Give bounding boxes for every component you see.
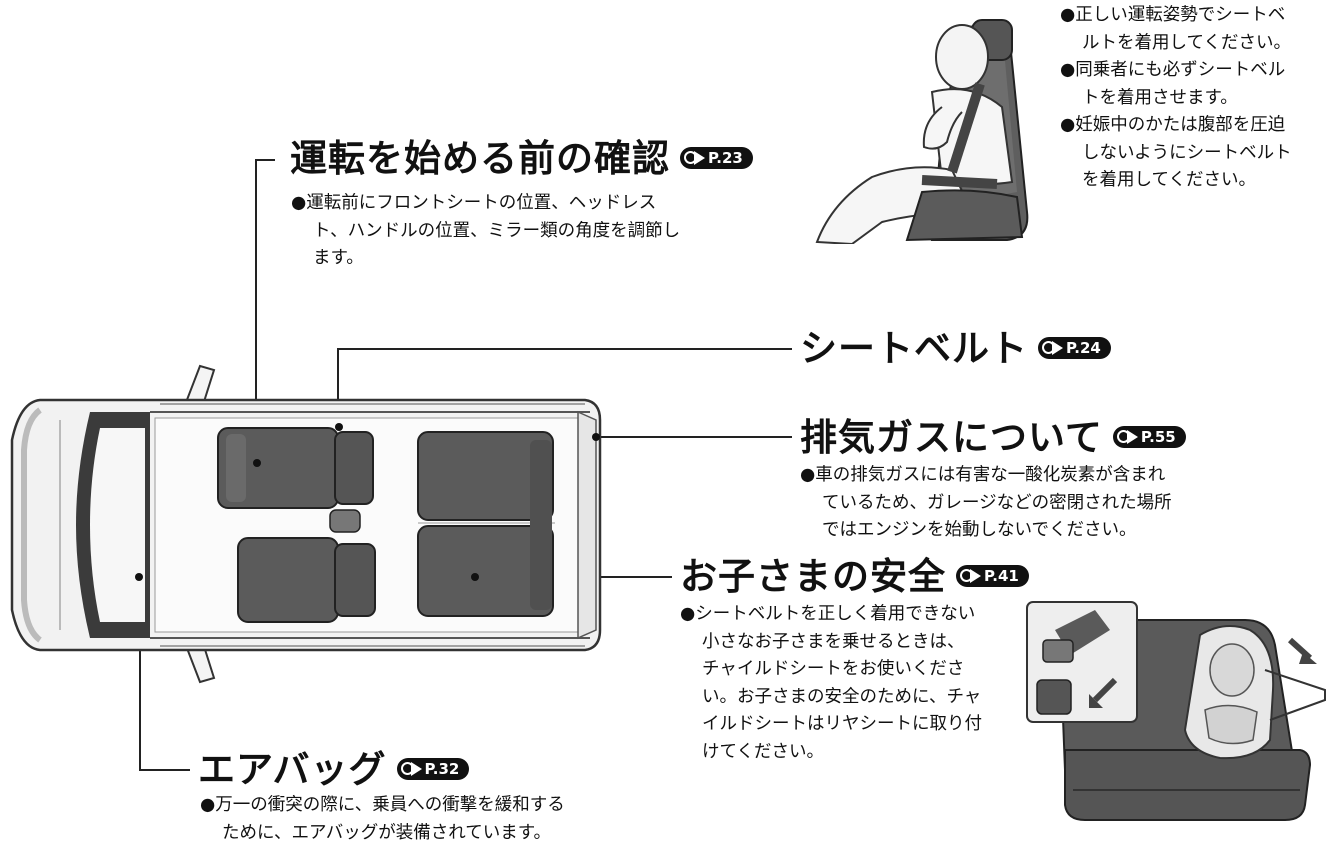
leader-line-exhaust-h <box>596 436 792 438</box>
exhaust-line-1: ●車の排気ガスには有害な一酸化炭素が含まれ <box>800 465 1166 485</box>
heading-seatbelt: シートベルト P.24 <box>800 327 1111 371</box>
before-driving-text-block: ●運転前にフロントシートの位置、ヘッドレス ト、ハンドルの位置、ミラー類の角度を… <box>291 190 680 273</box>
heading-exhaust-text: 排気ガスについて <box>800 416 1103 459</box>
exhaust-text-block: ●車の排気ガスには有害な一酸化炭素が含まれ ているため、ガレージなどの密閉された… <box>800 462 1172 545</box>
heading-exhaust: 排気ガスについて P.55 <box>800 416 1186 460</box>
ref-arrow-icon <box>410 761 422 776</box>
child-safety-line-4: い。お子さまの安全のために、チャ <box>702 686 982 707</box>
page-ref-exhaust[interactable]: P.55 <box>1112 425 1186 448</box>
airbag-line-2: ために、エアバッグが装備されています。 <box>222 822 551 843</box>
seatbelt-note-line: ●正しい運転姿勢でシートベ <box>1060 5 1286 25</box>
leader-line-before-driving-h <box>255 159 275 161</box>
ref-arrow-icon <box>694 150 705 165</box>
child-safety-line-6: けてください。 <box>702 741 824 762</box>
exhaust-line-2: ているため、ガレージなどの密閉された場所 <box>822 492 1172 513</box>
page-ref-seatbelt[interactable]: P.24 <box>1038 336 1111 359</box>
heading-child-safety: お子さまの安全 P.41 <box>680 555 1029 599</box>
child-safety-line-1: ●シートベルトを正しく着用できない <box>680 604 976 624</box>
page-ref-child-safety[interactable]: P.41 <box>956 564 1029 587</box>
seatbelt-notes: ●正しい運転姿勢でシートベ ルトを着用してください。 ●同乗者にも必ずシートベル… <box>1060 2 1292 195</box>
page-ref-before-driving[interactable]: P.23 <box>680 146 753 169</box>
airbag-line-1: ●万一の衝突の際に、乗員への衝撃を緩和する <box>200 795 565 815</box>
ref-arrow-icon <box>1126 429 1138 444</box>
page-ref-airbag[interactable]: P.32 <box>396 757 470 780</box>
child-safety-line-5: イルドシートはリヤシートに取り付 <box>702 714 982 734</box>
front-seats <box>217 427 376 623</box>
heading-before-driving: 運転を始める前の確認 P.23 <box>290 137 753 181</box>
before-driving-line-2: ト、ハンドルの位置、ミラー類の角度を調節し <box>313 220 681 241</box>
seatbelt-note-line: トを着用させます。 <box>1082 87 1238 108</box>
heading-child-safety-text: お子さまの安全 <box>680 555 946 598</box>
seatbelt-note-line: しないようにシートベルト <box>1082 142 1292 163</box>
leader-line-seatbelt-h <box>337 348 792 350</box>
leader-line-seatbelt-v <box>337 348 339 426</box>
heading-airbag: エアバッグ P.32 <box>198 748 470 792</box>
child-seat-illustration <box>1026 601 1326 821</box>
car-top-view-illustration <box>10 364 602 684</box>
leader-line-airbag-h <box>139 769 190 771</box>
seatbelt-posture-illustration <box>815 19 1029 244</box>
leader-line-before-driving-v <box>255 159 257 463</box>
seatbelt-note-line: ●妊娠中のかたは腹部を圧迫 <box>1060 115 1286 135</box>
child-safety-text-block: ●シートベルトを正しく着用できない 小さなお子さまを乗せるときは、 チャイルドシ… <box>680 601 982 766</box>
heading-before-driving-text: 運転を始める前の確認 <box>290 137 670 180</box>
child-safety-line-2: 小さなお子さまを乗せるときは、 <box>702 631 965 652</box>
airbag-text-block: ●万一の衝突の際に、乗員への衝撃を緩和する ために、エアバッグが装備されています… <box>200 792 565 847</box>
heading-seatbelt-text: シートベルト <box>800 327 1028 370</box>
heading-airbag-text: エアバッグ <box>198 748 387 791</box>
child-safety-line-3: チャイルドシートをお使いくださ <box>702 659 965 679</box>
leader-line-airbag-v <box>139 577 141 771</box>
ref-arrow-icon <box>970 568 981 583</box>
seatbelt-note-line: を着用してください。 <box>1082 170 1256 190</box>
before-driving-line-1: ●運転前にフロントシートの位置、ヘッドレス <box>291 193 657 213</box>
ref-arrow-icon <box>1052 340 1063 355</box>
seatbelt-note-line: ●同乗者にも必ずシートベル <box>1060 60 1286 80</box>
before-driving-line-3: ます。 <box>313 248 364 268</box>
exhaust-line-3: ではエンジンを始動しないでください。 <box>822 520 1137 540</box>
rear-seats <box>417 431 554 617</box>
seatbelt-note-line: ルトを着用してください。 <box>1082 32 1291 53</box>
